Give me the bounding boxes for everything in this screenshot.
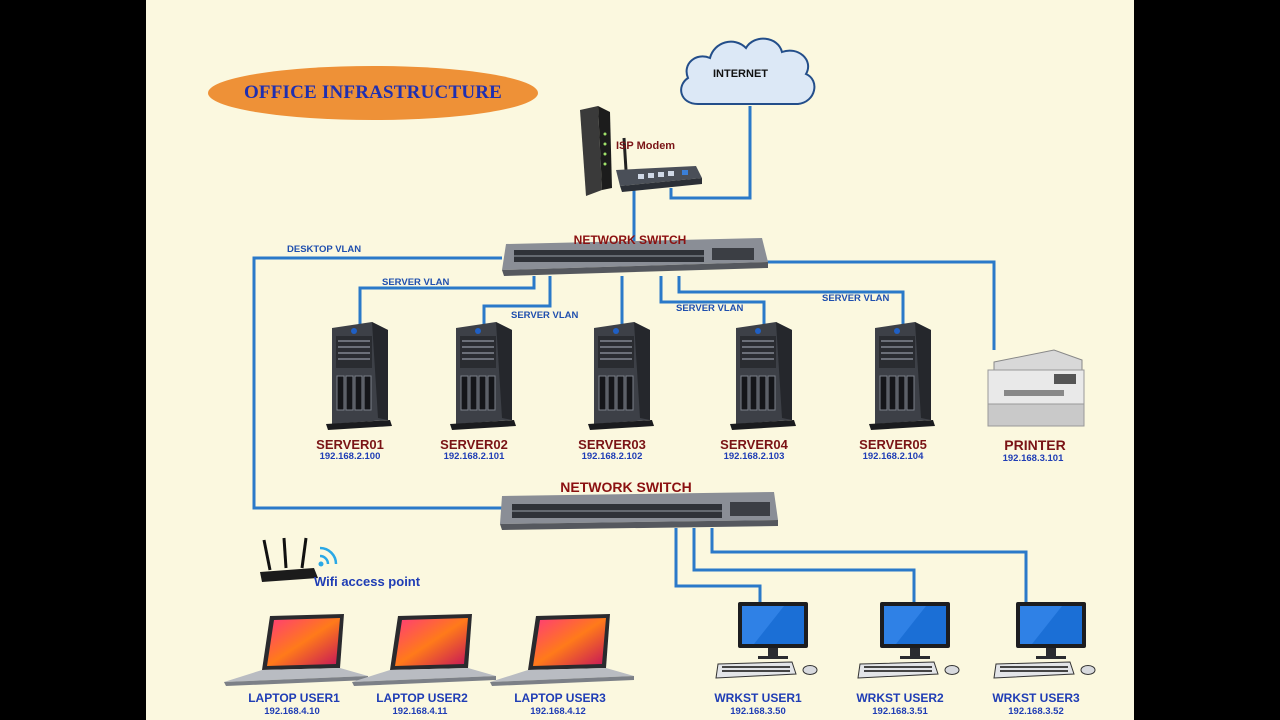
laptop-name: LAPTOP USER2: [376, 691, 468, 705]
laptop-name: LAPTOP USER1: [248, 691, 340, 705]
workstation-ip: 192.168.3.51: [872, 706, 928, 717]
cable-server05: [677, 276, 905, 330]
internet-label: INTERNET: [713, 68, 768, 80]
printer-name: PRINTER: [1004, 437, 1066, 453]
cable-wrkst1: [674, 528, 762, 606]
workstation-name: WRKST USER3: [992, 691, 1080, 705]
server-vlan-label-4: SERVER VLAN: [822, 293, 890, 304]
laptop-name: LAPTOP USER3: [514, 691, 606, 705]
server-ip: 192.168.2.103: [723, 451, 785, 462]
laptop-ip: 192.168.4.10: [264, 706, 320, 717]
modem-icon: [580, 106, 612, 196]
isp-modem-label: ISP Modem: [616, 140, 676, 152]
network-switch-1-label: NETWORK SWITCH: [573, 233, 687, 247]
cable-server04: [659, 276, 766, 330]
network-switch-2-label: NETWORK SWITCH: [560, 479, 692, 495]
server-ip: 192.168.2.100: [319, 451, 381, 462]
server-name: SERVER05: [859, 437, 927, 452]
server-name: SERVER01: [316, 437, 384, 452]
laptop-icon: [488, 612, 636, 686]
server-tower-icon: [726, 320, 802, 430]
server-name: SERVER03: [578, 437, 646, 452]
workstation-ip: 192.168.3.50: [730, 706, 786, 717]
cable-server02: [482, 276, 552, 330]
laptop-icon: [222, 612, 370, 686]
laptop-ip: 192.168.4.11: [392, 706, 448, 717]
server-ip: 192.168.2.104: [862, 451, 924, 462]
server-vlan-label-1: SERVER VLAN: [382, 277, 450, 288]
router-icon: [616, 137, 702, 192]
wifi-access-point-label: Wifi access point: [314, 574, 421, 589]
diagram-title: OFFICE INFRASTRUCTURE: [243, 82, 503, 103]
printer-icon: [987, 349, 1085, 427]
server-vlan-label-2: SERVER VLAN: [511, 310, 579, 321]
cable-server01: [358, 276, 536, 330]
network-cables: [252, 106, 1028, 606]
server-tower-icon: [865, 320, 941, 430]
cable-printer: [766, 260, 996, 350]
workstation-name: WRKST USER2: [856, 691, 944, 705]
laptop-icon: [350, 612, 498, 686]
network-switch-1: [502, 238, 768, 276]
diagram-canvas: OFFICE INFRASTRUCTURE INTERNET ISP Modem: [146, 0, 1134, 720]
server-name: SERVER04: [720, 437, 788, 452]
cable-wrkst2: [692, 528, 916, 606]
workstation-ip: 192.168.3.52: [1008, 706, 1064, 717]
server-ip: 192.168.2.102: [581, 451, 643, 462]
server-vlan-label-3: SERVER VLAN: [676, 303, 744, 314]
cable-desktop-vlan: [252, 256, 502, 510]
cable-wrkst3: [710, 528, 1028, 606]
workstation-name: WRKST USER1: [714, 691, 802, 705]
wifi-router-icon: [260, 537, 338, 582]
server-ip: 192.168.2.101: [443, 451, 505, 462]
cable-internet: [669, 106, 752, 200]
cloud-icon: [680, 37, 816, 105]
network-switch-2: [500, 492, 778, 530]
server-tower-icon: [446, 320, 522, 430]
desktop-vlan-label: DESKTOP VLAN: [287, 244, 362, 255]
server-tower-icon: [584, 320, 660, 430]
diagram-title-pill: OFFICE INFRASTRUCTURE: [208, 66, 538, 120]
laptop-ip: 192.168.4.12: [530, 706, 586, 717]
server-tower-icon: [322, 320, 398, 430]
workstation-icon: [714, 600, 820, 682]
workstation-icon: [992, 600, 1098, 682]
server-name: SERVER02: [440, 437, 508, 452]
printer-ip: 192.168.3.101: [1002, 453, 1064, 464]
workstation-icon: [856, 600, 962, 682]
